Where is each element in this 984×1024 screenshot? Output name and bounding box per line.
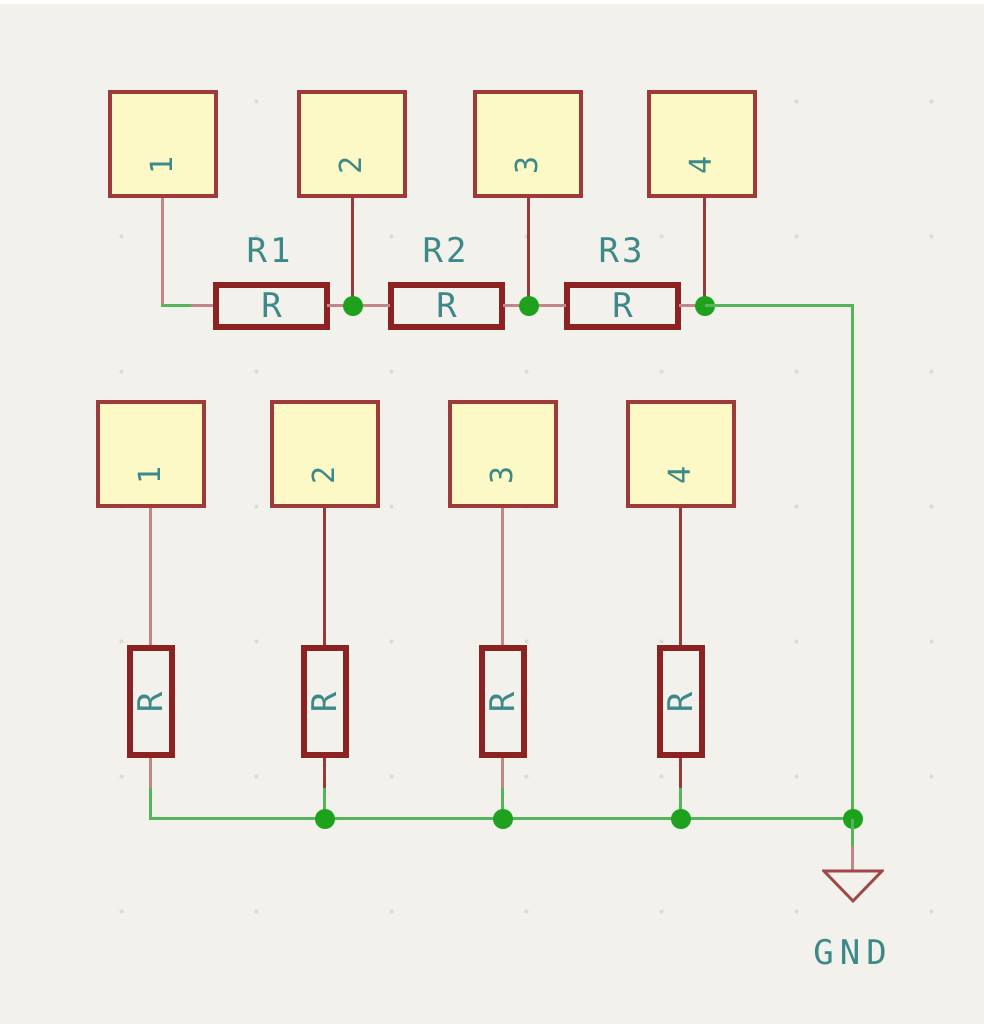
connector-box-top-2[interactable]: 2 <box>297 90 407 198</box>
resistor-value: R <box>130 691 171 712</box>
wire-top-pin1[interactable] <box>161 198 164 307</box>
resistor-shunt-1[interactable]: R <box>127 645 175 758</box>
pin-number: 1 <box>145 155 180 175</box>
wire-stub-shunt1-green[interactable] <box>149 788 152 820</box>
wire-row-stub-r1-right[interactable] <box>327 304 354 307</box>
wire-green-top-horizontal[interactable] <box>705 304 854 307</box>
resistor-value: R <box>660 691 701 712</box>
wire-row-stub-r1-left[interactable] <box>191 304 215 307</box>
junction-dot[interactable] <box>493 809 513 829</box>
wire-top-pin4[interactable] <box>703 198 706 307</box>
resistor-ref-label[interactable]: R2 <box>422 231 470 271</box>
resistor-r3[interactable]: R <box>564 282 681 330</box>
pin-number: 4 <box>684 155 719 175</box>
pin-number: 1 <box>133 465 168 485</box>
gnd-label[interactable]: GND <box>813 933 893 973</box>
connector-box-top-1[interactable]: 1 <box>108 90 218 198</box>
wire-stub-shunt2-red[interactable] <box>323 758 326 789</box>
pin-number: 2 <box>334 155 369 175</box>
wire-top-pin3[interactable] <box>527 198 530 307</box>
wire-stub-shunt3-red[interactable] <box>501 758 504 789</box>
resistor-ref-label[interactable]: R3 <box>598 231 646 271</box>
junction-dot[interactable] <box>343 296 363 316</box>
junction-dot[interactable] <box>671 809 691 829</box>
wire-top-pin2[interactable] <box>351 198 354 307</box>
wire-green-right-vertical[interactable] <box>851 304 854 820</box>
wire-stub-shunt3-green[interactable] <box>501 788 504 820</box>
resistor-r1[interactable]: R <box>213 282 330 330</box>
wire-stub-shunt1-red[interactable] <box>149 758 152 789</box>
wire-row-green-stub[interactable] <box>161 304 193 307</box>
wire-bottom-pin1[interactable] <box>149 508 152 645</box>
connector-box-bottom-3[interactable]: 3 <box>448 400 558 508</box>
connector-box-top-3[interactable]: 3 <box>473 90 583 198</box>
wire-gnd-stub-pink[interactable] <box>851 846 854 872</box>
wire-gnd-stub-green[interactable] <box>851 819 854 847</box>
pin-number: 3 <box>510 155 545 175</box>
wire-bottom-pin2[interactable] <box>323 508 326 645</box>
wire-bottom-pin4[interactable] <box>679 508 682 645</box>
wire-row-stub-r2-left[interactable] <box>352 304 390 307</box>
connector-box-bottom-4[interactable]: 4 <box>626 400 736 508</box>
connector-box-top-4[interactable]: 4 <box>647 90 757 198</box>
connector-box-bottom-2[interactable]: 2 <box>270 400 380 508</box>
page-edge <box>0 0 984 4</box>
junction-dot[interactable] <box>315 809 335 829</box>
resistor-value: R <box>304 691 345 712</box>
wire-bottom-pin3[interactable] <box>501 508 504 645</box>
wire-stub-shunt4-red[interactable] <box>679 758 682 789</box>
resistor-value: R <box>612 286 633 326</box>
wire-row-stub-r3-right[interactable] <box>679 304 705 307</box>
wire-stub-shunt2-green[interactable] <box>323 788 326 820</box>
junction-dot[interactable] <box>519 296 539 316</box>
resistor-r2[interactable]: R <box>388 282 505 330</box>
gnd-triangle-icon[interactable] <box>822 869 884 905</box>
pin-number: 2 <box>307 465 342 485</box>
resistor-shunt-4[interactable]: R <box>657 645 705 758</box>
resistor-shunt-2[interactable]: R <box>301 645 349 758</box>
wire-stub-shunt4-green[interactable] <box>679 788 682 820</box>
resistor-value: R <box>261 286 282 326</box>
resistor-value: R <box>436 286 457 326</box>
pin-number: 4 <box>663 465 698 485</box>
wire-row-stub-r2-right[interactable] <box>503 304 530 307</box>
resistor-value: R <box>482 691 523 712</box>
wire-row-stub-r3-left[interactable] <box>528 304 566 307</box>
pin-number: 3 <box>485 465 520 485</box>
connector-box-bottom-1[interactable]: 1 <box>96 400 206 508</box>
resistor-shunt-3[interactable]: R <box>479 645 527 758</box>
resistor-ref-label[interactable]: R1 <box>246 231 294 271</box>
